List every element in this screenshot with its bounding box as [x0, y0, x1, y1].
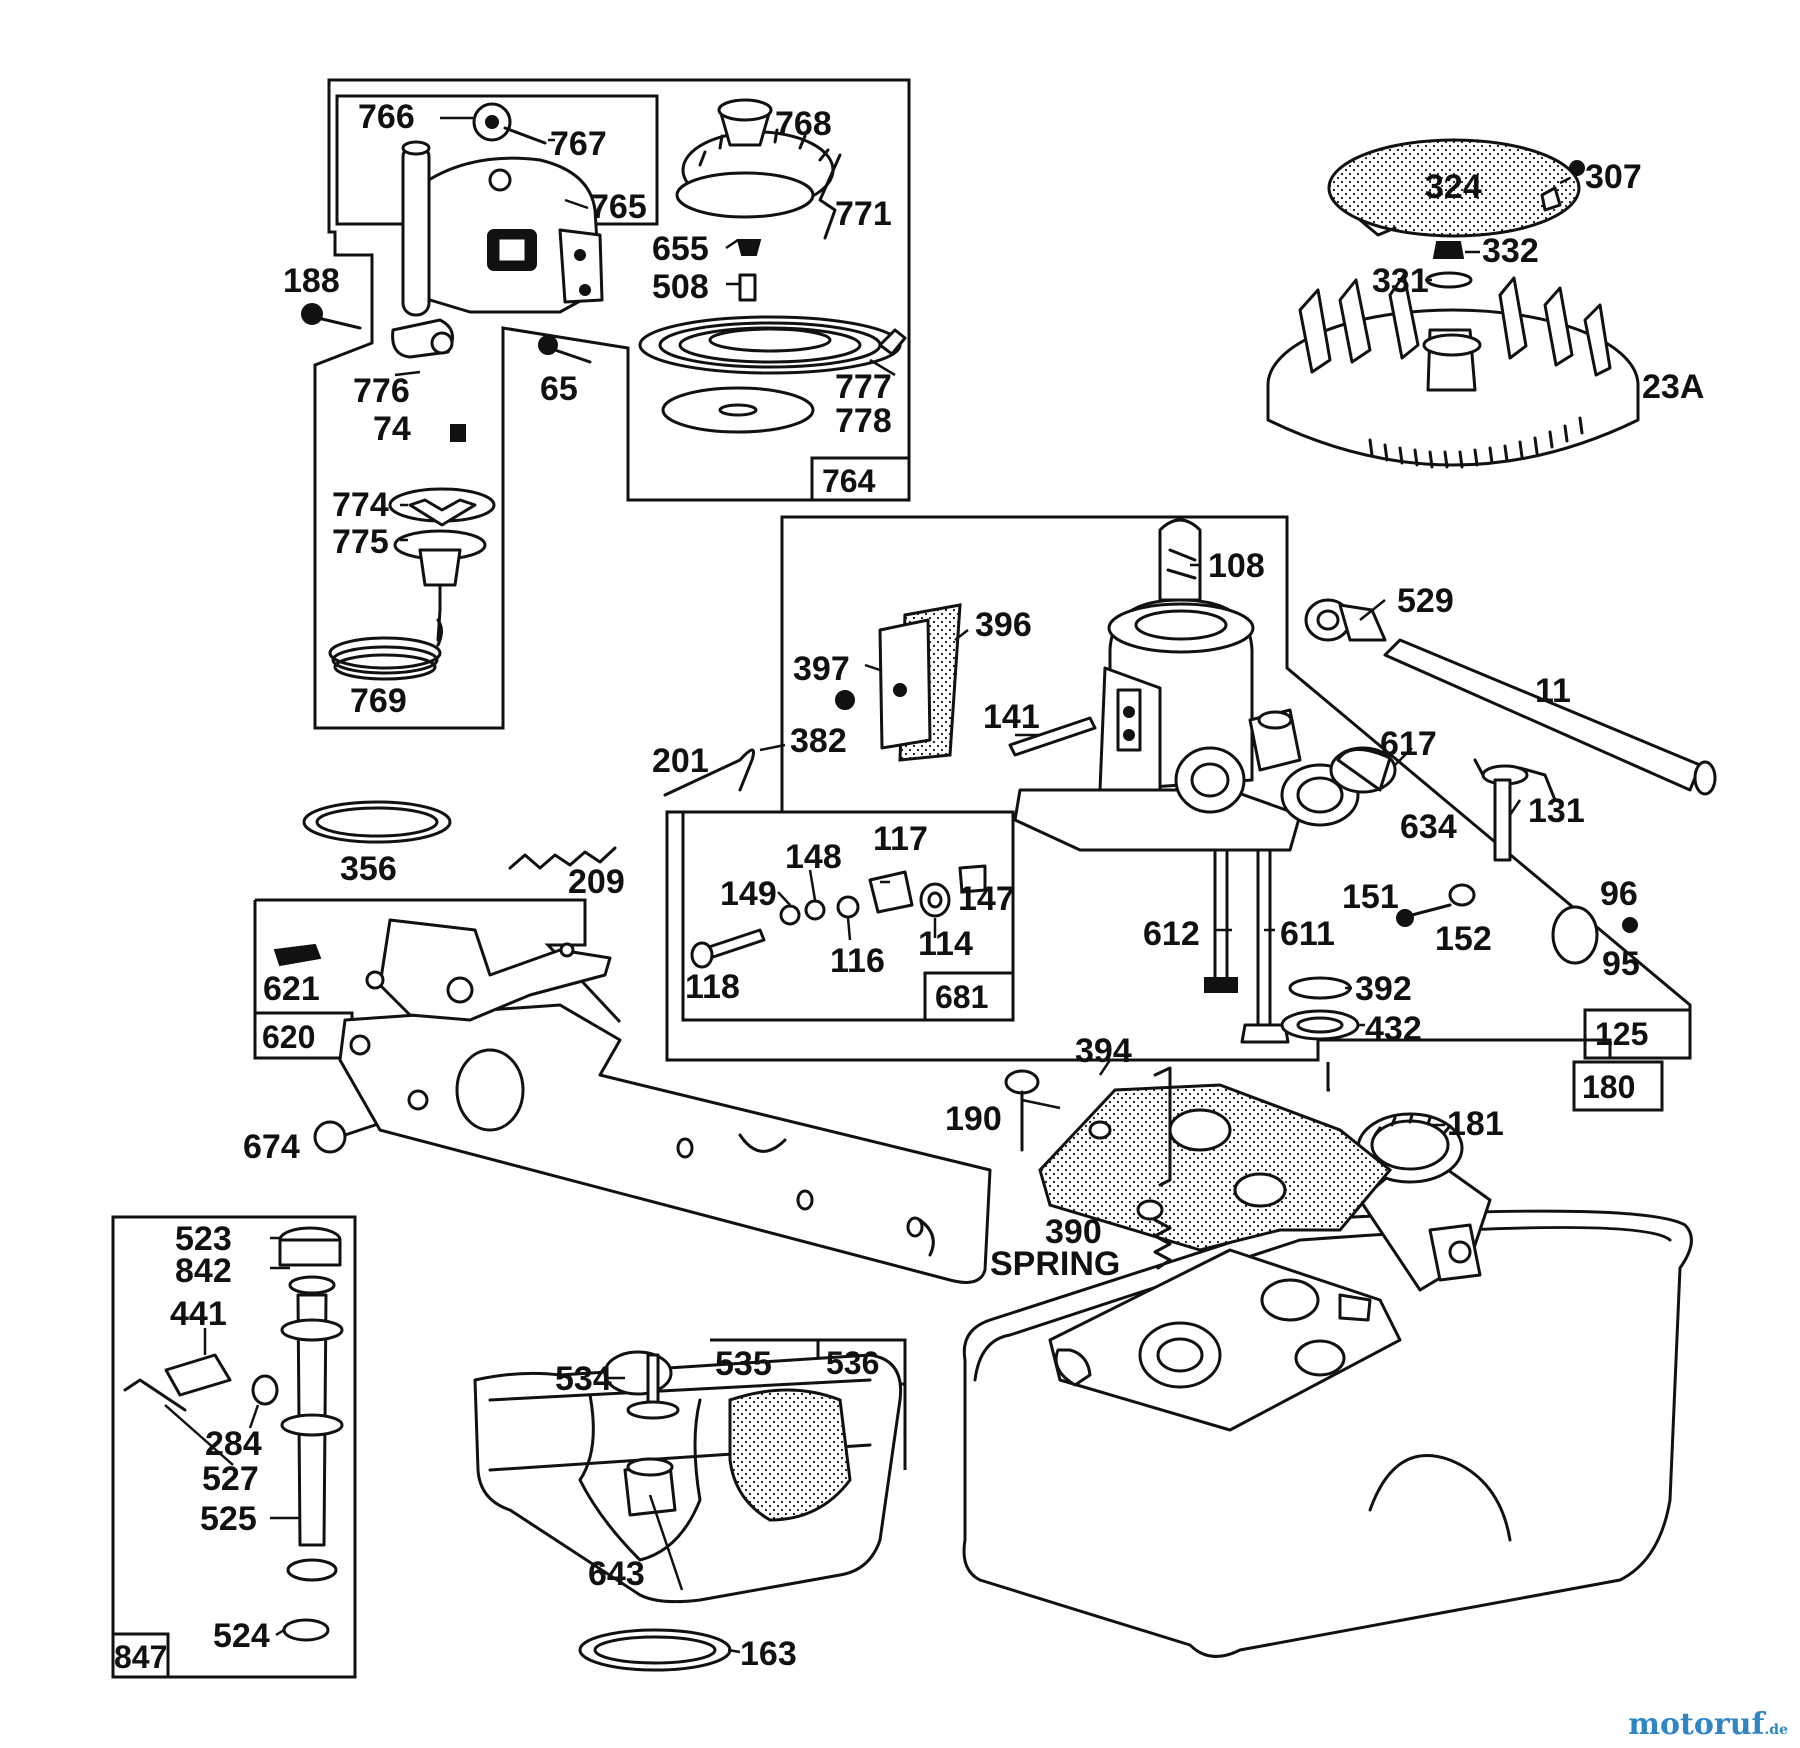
part-label-765: 765 — [590, 188, 647, 226]
part-label-190: 190 — [945, 1100, 1002, 1138]
part-label-612: 612 — [1143, 915, 1200, 953]
part-labels: 766 767 765 768 771 655 508 188 776 74 6… — [170, 98, 1704, 1673]
part-label-524: 524 — [213, 1617, 270, 1655]
watermark-logo: motoruf.de — [1628, 1707, 1788, 1742]
part-label-181: 181 — [1447, 1105, 1504, 1143]
group-label-180: 180 — [1582, 1069, 1635, 1105]
group-label-536: 536 — [826, 1345, 879, 1381]
part-label-534: 534 — [555, 1360, 612, 1398]
part-label-209: 209 — [568, 863, 625, 901]
needle-valve-kit-group — [681, 810, 1015, 1022]
part-label-392: 392 — [1355, 970, 1412, 1008]
part-label-776: 776 — [353, 372, 410, 410]
part-label-396: 396 — [975, 606, 1032, 644]
part-label-766: 766 — [358, 98, 415, 136]
part-label-674: 674 — [243, 1128, 300, 1166]
part-label-spring: SPRING — [990, 1245, 1120, 1283]
group-label-620: 620 — [262, 1019, 315, 1055]
part-label-525: 525 — [200, 1500, 257, 1538]
part-label-324: 324 — [1425, 168, 1482, 206]
part-label-529: 529 — [1397, 582, 1454, 620]
part-label-771: 771 — [835, 195, 892, 233]
part-label-108: 108 — [1208, 547, 1265, 585]
part-label-141: 141 — [983, 698, 1040, 736]
part-label-131: 131 — [1528, 792, 1585, 830]
part-label-655: 655 — [652, 230, 709, 268]
part-label-23A: 23A — [1642, 368, 1704, 406]
part-label-332: 332 — [1482, 232, 1539, 270]
part-label-201: 201 — [652, 742, 709, 780]
part-label-163: 163 — [740, 1635, 797, 1673]
part-label-96: 96 — [1600, 875, 1638, 913]
fuel-tank-group — [962, 1060, 1693, 1658]
part-label-95: 95 — [1602, 945, 1640, 983]
group-label-125: 125 — [1595, 1016, 1648, 1052]
part-label-523: 523 — [175, 1220, 232, 1258]
carburetor-group — [663, 515, 1717, 1062]
air-cleaner-group — [473, 1338, 907, 1672]
part-label-768: 768 — [775, 105, 832, 143]
tank-bracket-group — [253, 898, 992, 1284]
part-label-527: 527 — [202, 1460, 259, 1498]
part-label-65: 65 — [540, 370, 578, 408]
part-label-148: 148 — [785, 838, 842, 876]
part-label-394: 394 — [1075, 1032, 1132, 1070]
part-label-621: 621 — [263, 970, 320, 1008]
part-label-382: 382 — [790, 722, 847, 760]
part-label-774: 774 — [332, 486, 389, 524]
part-label-188: 188 — [283, 262, 340, 300]
part-label-643: 643 — [588, 1555, 645, 1593]
part-label-775: 775 — [332, 523, 389, 561]
part-label-118: 118 — [685, 968, 740, 1006]
part-label-114: 114 — [918, 925, 973, 963]
part-label-11: 11 — [1535, 672, 1571, 710]
leader-lines — [164, 116, 1571, 1654]
part-label-778: 778 — [835, 402, 892, 440]
part-label-535: 535 — [715, 1345, 772, 1383]
part-label-149: 149 — [720, 875, 777, 913]
group-label-681: 681 — [935, 979, 988, 1015]
part-label-634: 634 — [1400, 808, 1457, 846]
part-label-390: 390 — [1045, 1213, 1102, 1251]
part-label-611: 611 — [1280, 915, 1335, 953]
part-label-769: 769 — [350, 682, 407, 720]
part-label-116: 116 — [830, 942, 885, 980]
part-label-331: 331 — [1372, 262, 1429, 300]
fuel-valve-group — [111, 1215, 357, 1679]
part-label-74: 74 — [373, 410, 411, 448]
watermark-domain: .de — [1764, 1722, 1788, 1738]
part-label-117: 117 — [873, 820, 928, 858]
part-label-617: 617 — [1380, 725, 1437, 763]
part-label-842: 842 — [175, 1252, 232, 1290]
part-label-151: 151 — [1342, 878, 1399, 916]
part-label-432: 432 — [1365, 1010, 1422, 1048]
part-label-307: 307 — [1585, 158, 1642, 196]
part-label-284: 284 — [205, 1425, 262, 1463]
part-label-147: 147 — [958, 880, 1015, 918]
part-label-441: 441 — [170, 1295, 227, 1333]
group-labels: 764 681 620 125 180 536 847 — [114, 463, 1648, 1675]
starter-assembly-group — [301, 78, 911, 730]
group-label-847: 847 — [114, 1639, 167, 1675]
part-label-508: 508 — [652, 268, 709, 306]
part-label-152: 152 — [1435, 920, 1492, 958]
part-label-767: 767 — [550, 125, 607, 163]
watermark-name: motoruf — [1628, 1707, 1765, 1742]
part-label-777: 777 — [835, 368, 892, 406]
part-label-356: 356 — [340, 850, 397, 888]
group-label-764: 764 — [822, 463, 876, 499]
part-label-397: 397 — [793, 650, 850, 688]
gasket-spring-group — [302, 800, 617, 870]
